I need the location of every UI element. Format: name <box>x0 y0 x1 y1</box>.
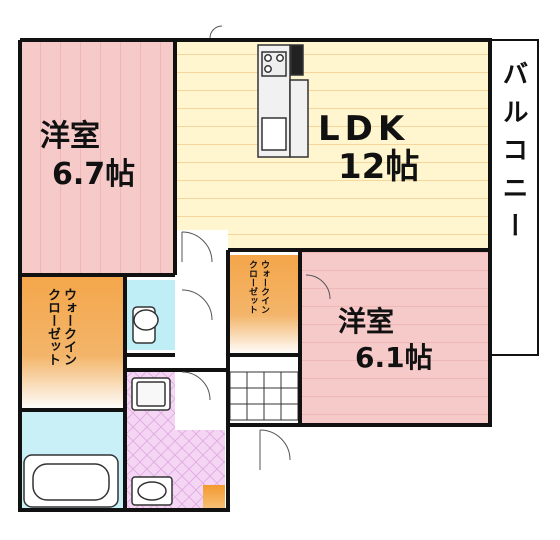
wash-accent <box>203 485 225 510</box>
ldk-name: LDK <box>318 109 410 149</box>
bathtub <box>23 454 119 508</box>
western-room-right-size: 6.1帖 <box>355 341 433 374</box>
ldk-size: 12帖 <box>338 147 420 187</box>
washing-machine <box>131 377 171 411</box>
door-swings <box>181 25 331 470</box>
western-room-left-name: 洋室 <box>40 119 100 154</box>
wic-left-line2: クローゼット <box>45 288 60 366</box>
wic-mid-line1: ウォークイン <box>259 260 269 314</box>
western-room-right-name: 洋室 <box>338 305 395 338</box>
western-room-left <box>20 40 175 275</box>
kitchen-counter <box>257 44 309 158</box>
wic-mid <box>228 255 298 355</box>
wash-basin <box>131 476 173 506</box>
wic-mid-line2: クローゼット <box>247 260 257 314</box>
walls <box>18 38 492 512</box>
balcony <box>489 39 539 356</box>
balcony-label: バルコニー <box>498 60 528 250</box>
wic-left-line1: ウォークイン <box>61 288 76 366</box>
western-room-right <box>300 250 490 425</box>
toilet <box>132 306 159 344</box>
western-room-left-size: 6.7帖 <box>52 157 136 192</box>
wic-left <box>20 275 125 410</box>
shoe-storage <box>229 371 299 421</box>
ldk-room <box>175 40 490 250</box>
hall <box>175 230 228 430</box>
